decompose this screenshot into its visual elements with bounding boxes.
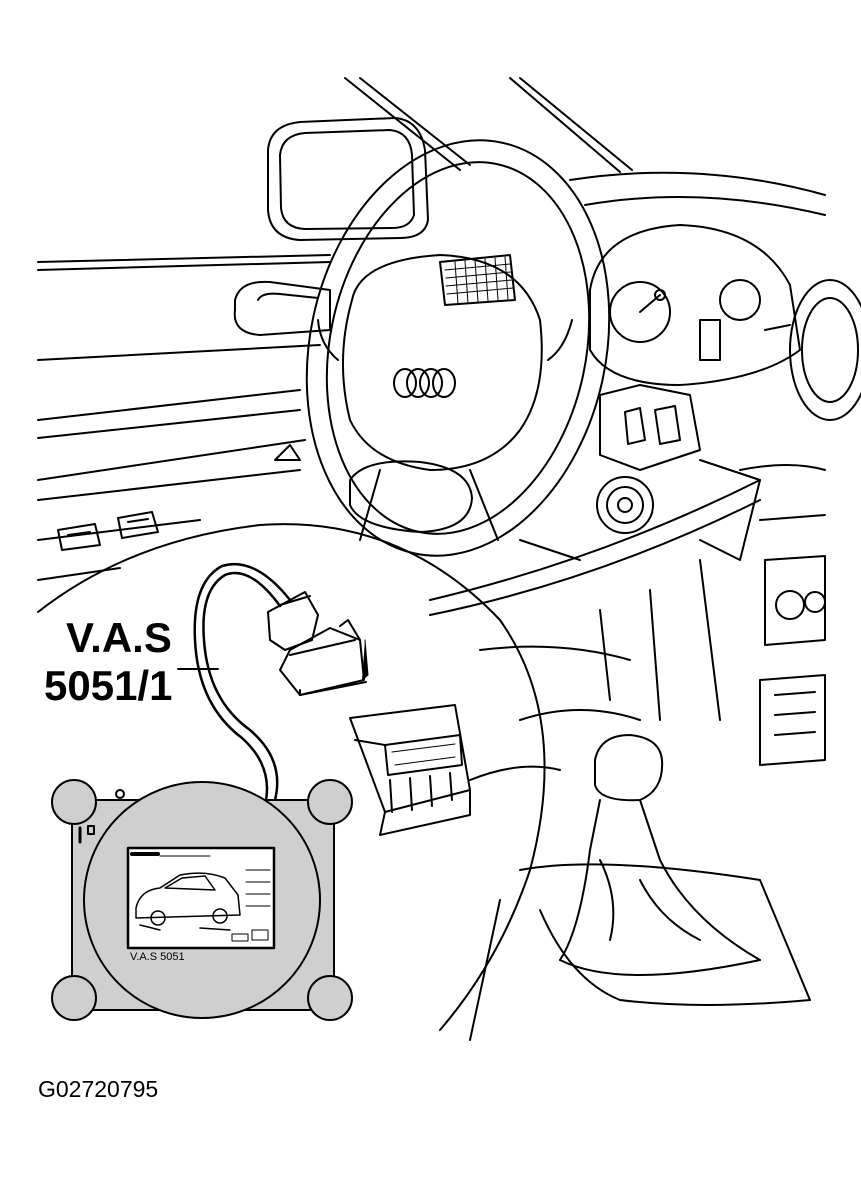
diagnostic-plug <box>267 591 369 696</box>
tester-device <box>51 779 353 1021</box>
diagnostic-socket <box>349 704 471 836</box>
callout-circle <box>37 523 546 1031</box>
tester-label: V.A.S 5051 <box>130 951 185 963</box>
door-panel <box>37 77 633 581</box>
tool-label-line2: 5051/1 <box>44 662 173 709</box>
gear-lever <box>469 734 811 1041</box>
car-icon <box>135 872 241 931</box>
tool-label-line1: V.A.S <box>66 614 172 661</box>
diagnostic-cable <box>193 562 292 802</box>
steering-wheel <box>305 139 611 557</box>
four-rings-logo <box>393 368 456 398</box>
figure-id: G02720795 <box>38 1076 159 1102</box>
dashboard <box>429 171 861 781</box>
